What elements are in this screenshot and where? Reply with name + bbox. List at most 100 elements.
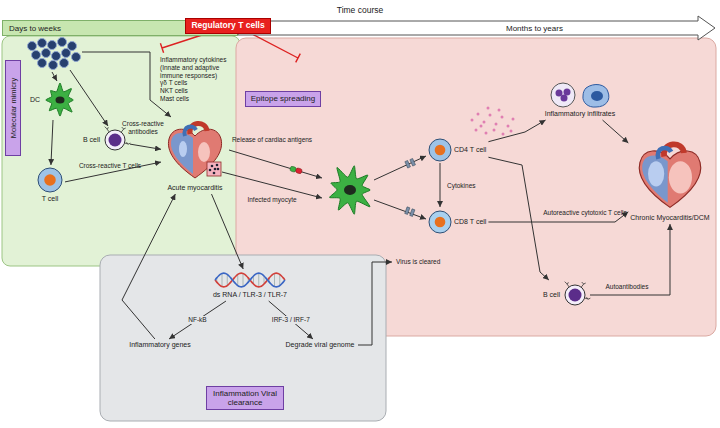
annotation-text: Cytokines [447, 182, 476, 190]
cell-icon [550, 82, 610, 108]
dc-nucleus [344, 185, 356, 195]
myocyte-arrow [222, 172, 322, 198]
node-label: ds RNA / TLR-3 / TLR-7 [213, 291, 287, 299]
dc-body [330, 166, 371, 214]
annotation-text: Release of cardiac antigens [232, 136, 312, 144]
connector [603, 120, 629, 143]
virus-particle [213, 172, 216, 175]
annotation-text: Time course [337, 5, 383, 15]
annotation-text: Virus is cleared [396, 258, 440, 266]
virus-particle [214, 168, 217, 171]
node-label: T cell [42, 195, 59, 203]
dna-strand [215, 273, 285, 287]
node-label: CD4 T cell [454, 146, 486, 154]
heart-body [168, 129, 221, 178]
cytokine-arrow [82, 52, 171, 117]
edge-label: Autoreactive cytotoxic T cells [542, 209, 628, 217]
connector [590, 224, 670, 295]
tcell-nucleus [44, 174, 56, 186]
node-label: Inflammatory genes [129, 341, 190, 349]
connector [488, 157, 548, 280]
viral-rna: ds RNA / TLR-3 / TLR-7 [212, 270, 288, 300]
dc-to-cd8 [374, 200, 426, 219]
mechanism-box: Molecular mimicry [5, 60, 21, 156]
edge-label: Autoantibodies [604, 283, 649, 291]
mechanism-box: Epitope spreading [245, 91, 322, 106]
node-label: Molecular mimicry [9, 78, 18, 138]
dendritic-cell [330, 166, 371, 214]
edge-label: IRF-3 / IRF-7 [271, 316, 311, 324]
node-label: CD8 T cell [454, 218, 486, 226]
node-label: DC [30, 96, 40, 104]
release-arrow [229, 150, 322, 178]
bcr-receptor [585, 297, 591, 299]
connector [122, 194, 175, 339]
tcell-nucleus [435, 145, 446, 156]
tcell-body [38, 168, 62, 192]
cell-icon [428, 138, 452, 162]
annotation-text: Mast cells [160, 95, 189, 103]
cell-icon [215, 271, 285, 289]
t-cell: T cell [36, 166, 64, 204]
cell-icon [428, 210, 452, 234]
infected-myocyte [207, 162, 221, 176]
node-label: Days to weeks [9, 24, 61, 33]
tcell-body [429, 211, 451, 233]
cell-icon [102, 127, 128, 153]
pill-half [295, 168, 302, 174]
bcr-receptor [121, 127, 125, 132]
layout-arrows [52, 52, 440, 345]
tcell-nucleus [435, 217, 446, 228]
pill-symbol [290, 166, 303, 174]
cell-icon [42, 82, 78, 118]
left-chamber [198, 142, 210, 162]
dna-rung [237, 274, 238, 285]
cell-icon [37, 167, 63, 193]
edge-label: NF-kB [187, 316, 207, 324]
heart [639, 144, 700, 207]
inhibition-line [252, 34, 300, 62]
bcr-receptor [581, 282, 585, 287]
heart-body [639, 151, 700, 207]
edge-label: Cross-reactive T cells [78, 162, 142, 170]
annotation-text: NKT cells [160, 87, 188, 95]
node-label: Chronic Myocarditis/DCM [630, 214, 709, 222]
annotation-text: Inflammatory cytokines (Innate and adapt… [160, 56, 236, 79]
neutrophil [551, 83, 575, 107]
node-label: Regulatory T cells [191, 21, 264, 31]
left-chamber [669, 161, 692, 193]
virus-particle [209, 169, 212, 172]
bcr-receptor [125, 142, 131, 144]
virus-particle [211, 165, 214, 168]
pulmonary-artery [658, 148, 671, 159]
dna-rung [279, 274, 280, 285]
node-label: Epitope spreading [251, 94, 316, 103]
cell-icon [633, 138, 707, 212]
node-label: B cell [83, 136, 100, 144]
virus-particle [217, 168, 220, 171]
dna-rung [258, 273, 259, 287]
mhc-receptor [405, 158, 416, 216]
annotation-text: Infected myocyte [247, 196, 296, 204]
nucleus-lobe [560, 95, 567, 102]
virus-cluster [28, 38, 81, 70]
dc-body [46, 83, 73, 116]
pulmonary-artery [184, 127, 196, 136]
dna-strand [215, 273, 285, 287]
bcell-nucleus [569, 289, 582, 302]
cytokine-arrow [440, 163, 441, 207]
node-label: Inflammatory infiltrates [545, 110, 615, 118]
virus-particle [216, 164, 219, 167]
b-cell: B cell [542, 281, 589, 309]
t-cell: CD4 T cell [427, 137, 487, 163]
dna-rung [221, 273, 222, 286]
tcell-body [429, 139, 451, 161]
node-label: B cell [543, 291, 560, 299]
connector [488, 120, 545, 142]
heart: Acute myocarditis [162, 117, 228, 193]
clearance-arrow [358, 262, 392, 345]
connector [169, 301, 226, 339]
early-phase-region [2, 36, 240, 266]
macrophage-nucleus [591, 91, 603, 101]
connector [65, 162, 161, 182]
